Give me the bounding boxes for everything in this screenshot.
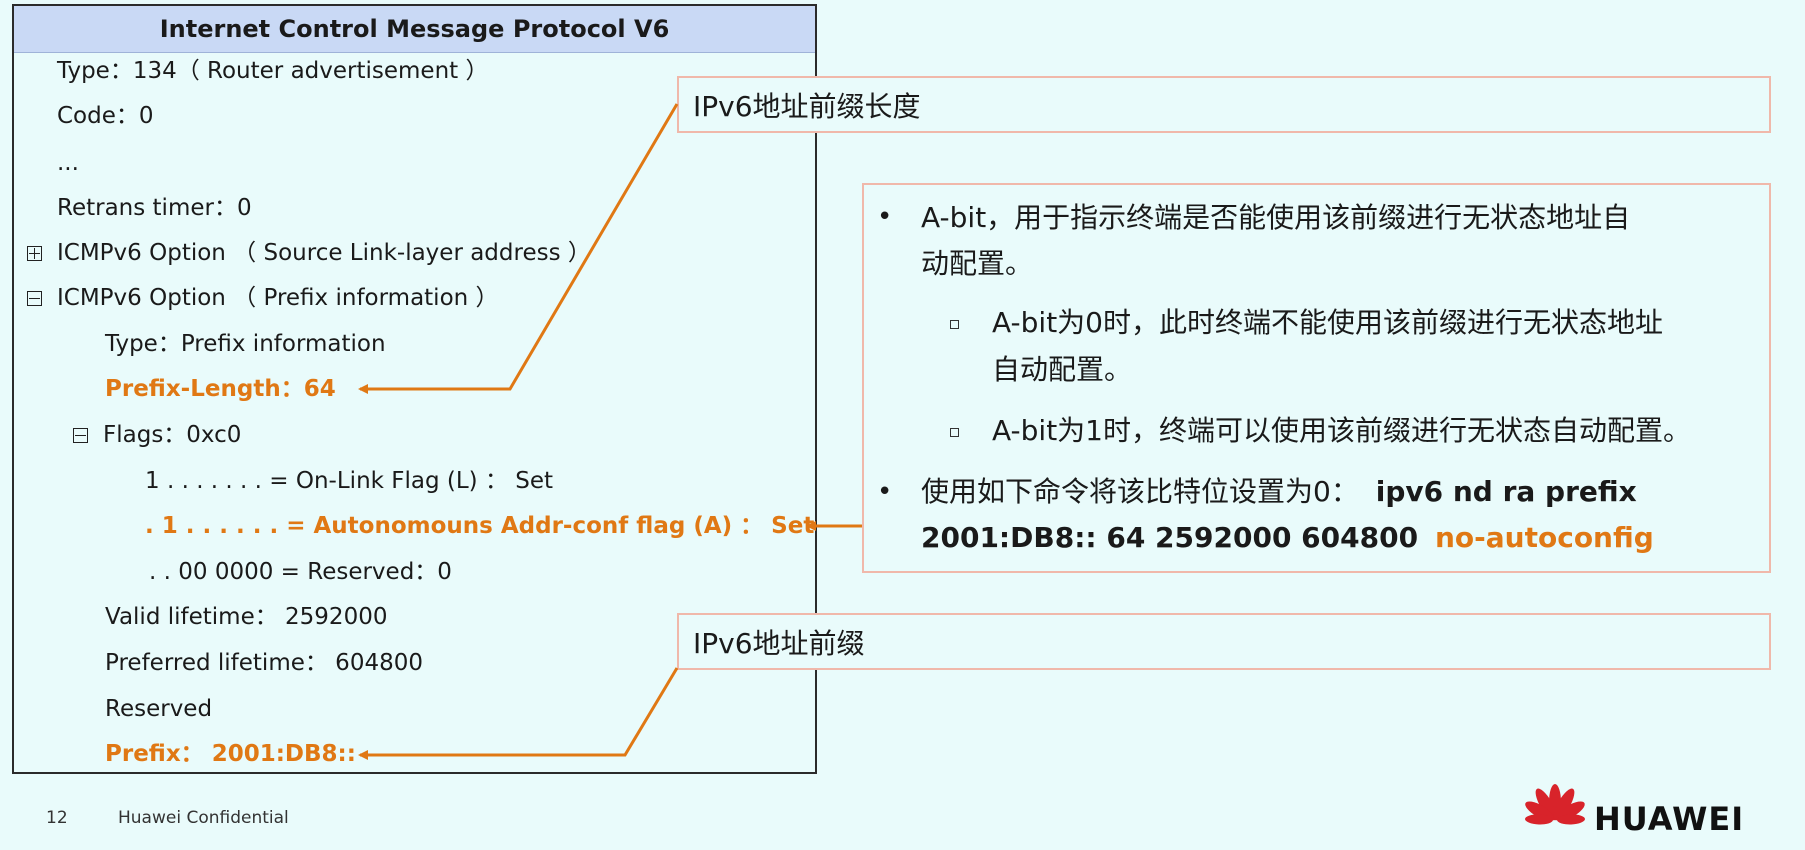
field-prefix-length: Prefix-Length：64 <box>105 376 336 402</box>
field-valid-lifetime: Valid lifetime： 2592000 <box>105 604 388 630</box>
bullet-dot: • <box>877 477 893 507</box>
confidential-label: Huawei Confidential <box>118 808 289 828</box>
field-type: Type：134（ Router advertisement ） <box>57 58 489 84</box>
arrow-prefix <box>358 667 679 760</box>
collapse-minus-icon[interactable] <box>27 291 42 306</box>
flag-reserved: . . 00 0000 = Reserved：0 <box>149 559 452 585</box>
command-line1: 使用如下命令将该比特位设置为0： ipv6 nd ra prefix <box>921 468 1637 516</box>
command-line2: 2001:DB8:: 64 2592000 604800 no-autoconf… <box>921 514 1654 562</box>
field-preferred-lifetime: Preferred lifetime： 604800 <box>105 650 423 676</box>
a-bit-one-line: A-bit为1时，终端可以使用该前缀进行无状态自动配置。 <box>992 414 1691 447</box>
page-number: 12 <box>46 808 68 828</box>
packet-header: Internet Control Message Protocol V6 <box>14 6 815 53</box>
a-bit-description-line1: A-bit，用于指示终端是否能使用该前缀进行无状态地址自 <box>921 201 1631 234</box>
field-retrans-timer: Retrans timer：0 <box>57 195 252 221</box>
field-code: Code：0 <box>57 103 154 129</box>
command-intro: 使用如下命令将该比特位设置为0： <box>921 475 1359 508</box>
a-bit-info-panel <box>862 183 1771 573</box>
field-ellipsis: ... <box>57 150 79 176</box>
square-bullet-icon <box>950 320 959 329</box>
expand-plus-icon[interactable] <box>27 246 42 261</box>
callout-prefix-label: IPv6地址前缀 <box>693 626 865 660</box>
command-part1: ipv6 nd ra prefix <box>1375 475 1637 508</box>
option-source-link-layer[interactable]: ICMPv6 Option （ Source Link-layer addres… <box>57 240 591 266</box>
a-bit-zero-line1: A-bit为0时，此时终端不能使用该前缀进行无状态地址 <box>992 306 1663 339</box>
command-part2: 2001:DB8:: 64 2592000 604800 <box>921 521 1419 554</box>
bullet-dot: • <box>877 202 893 232</box>
square-bullet-icon <box>950 428 959 437</box>
field-reserved: Reserved <box>105 696 213 722</box>
huawei-logo-text: HUAWEI <box>1594 800 1745 838</box>
field-pi-type: Type：Prefix information <box>105 331 386 357</box>
callout-prefix-length-label: IPv6地址前缀长度 <box>693 89 921 123</box>
field-prefix: Prefix： 2001:DB8:: <box>105 741 356 767</box>
field-flags[interactable]: Flags：0xc0 <box>103 422 242 448</box>
flag-autonomous: . 1 . . . . . . = Autonomouns Addr-conf … <box>145 513 815 539</box>
arrow-prefix-length <box>358 103 679 394</box>
flag-on-link: 1 . . . . . . . = On-Link Flag (L) ： Set <box>145 468 554 494</box>
a-bit-zero-line2: 自动配置。 <box>992 353 1133 386</box>
a-bit-description-line2: 动配置。 <box>921 247 1034 280</box>
command-no-autoconfig: no-autoconfig <box>1434 521 1654 554</box>
option-prefix-information[interactable]: ICMPv6 Option （ Prefix information ） <box>57 285 499 311</box>
collapse-minus-icon[interactable] <box>73 428 88 443</box>
callout-prefix: IPv6地址前缀 <box>677 613 1771 670</box>
callout-prefix-length: IPv6地址前缀长度 <box>677 76 1771 133</box>
